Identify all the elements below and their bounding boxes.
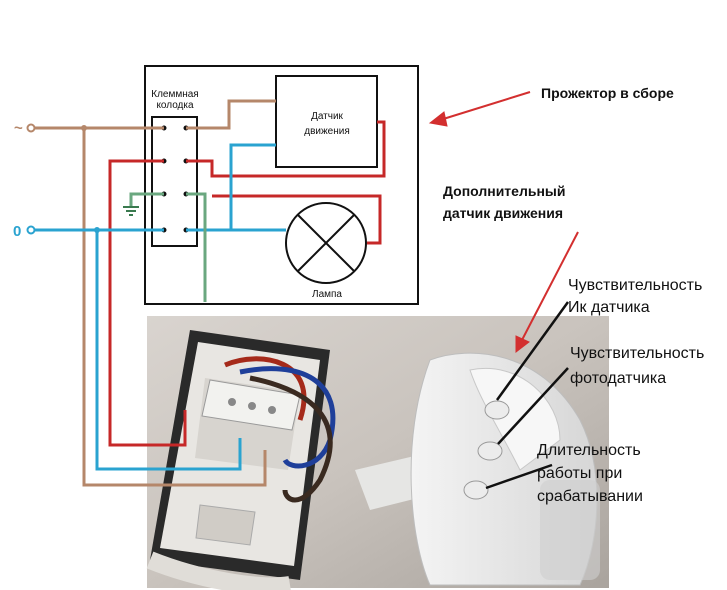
- terminal-block-label-2: колодка: [156, 100, 194, 111]
- phase-symbol: ~: [14, 120, 23, 137]
- annotation-leaders: [485, 301, 570, 490]
- photo-illustration: [146, 316, 609, 590]
- duration-label-2: работы при: [537, 465, 622, 482]
- sensor-label-1: Датчик: [311, 111, 343, 122]
- duration-label-1: Длительность: [537, 442, 641, 459]
- photo-sensitivity-knob-icon[interactable]: [477, 441, 503, 461]
- neutral-symbol: 0: [13, 223, 21, 240]
- phase-wire: [34, 99, 276, 487]
- terminal-block: [151, 116, 198, 247]
- phase-junction-dot: [81, 125, 87, 131]
- lamp-label: Лампа: [312, 289, 342, 300]
- photo-sensitivity-label-2: фотодатчика: [570, 370, 666, 387]
- ir-sensitivity-label-1: Чувствительность: [568, 277, 702, 294]
- duration-label-3: срабатывании: [537, 488, 643, 505]
- terminal-block-label-1: Клеммная: [151, 89, 198, 100]
- sensor-label-2: движения: [304, 126, 350, 137]
- live-wire: [108, 120, 386, 447]
- terminal-contacts: [161, 125, 189, 233]
- extra-sensor-label-1: Дополнительный: [443, 183, 565, 199]
- extra-sensor-label-2: датчик движения: [443, 205, 563, 221]
- lamp-icon: [285, 202, 367, 284]
- cable: [146, 551, 291, 590]
- photo-sensitivity-label-1: Чувствительность: [570, 345, 704, 362]
- ground-wire: [129, 192, 207, 302]
- ground-symbol-icon: [123, 206, 139, 216]
- phase-terminal-icon: [26, 123, 36, 133]
- neutral-junction-dot: [94, 227, 100, 233]
- ir-sensitivity-knob-icon[interactable]: [484, 400, 510, 420]
- ir-sensitivity-label-2: Ик датчика: [568, 299, 650, 316]
- arrow-projector-icon: [428, 91, 531, 127]
- neutral-terminal-icon: [26, 225, 36, 235]
- arrow-extra-sensor-icon: [515, 231, 579, 354]
- projector-frame: [144, 65, 419, 305]
- duration-knob-icon[interactable]: [463, 480, 489, 500]
- projector-note: Прожектор в сборе: [541, 85, 674, 101]
- motion-sensor-device: [410, 352, 600, 586]
